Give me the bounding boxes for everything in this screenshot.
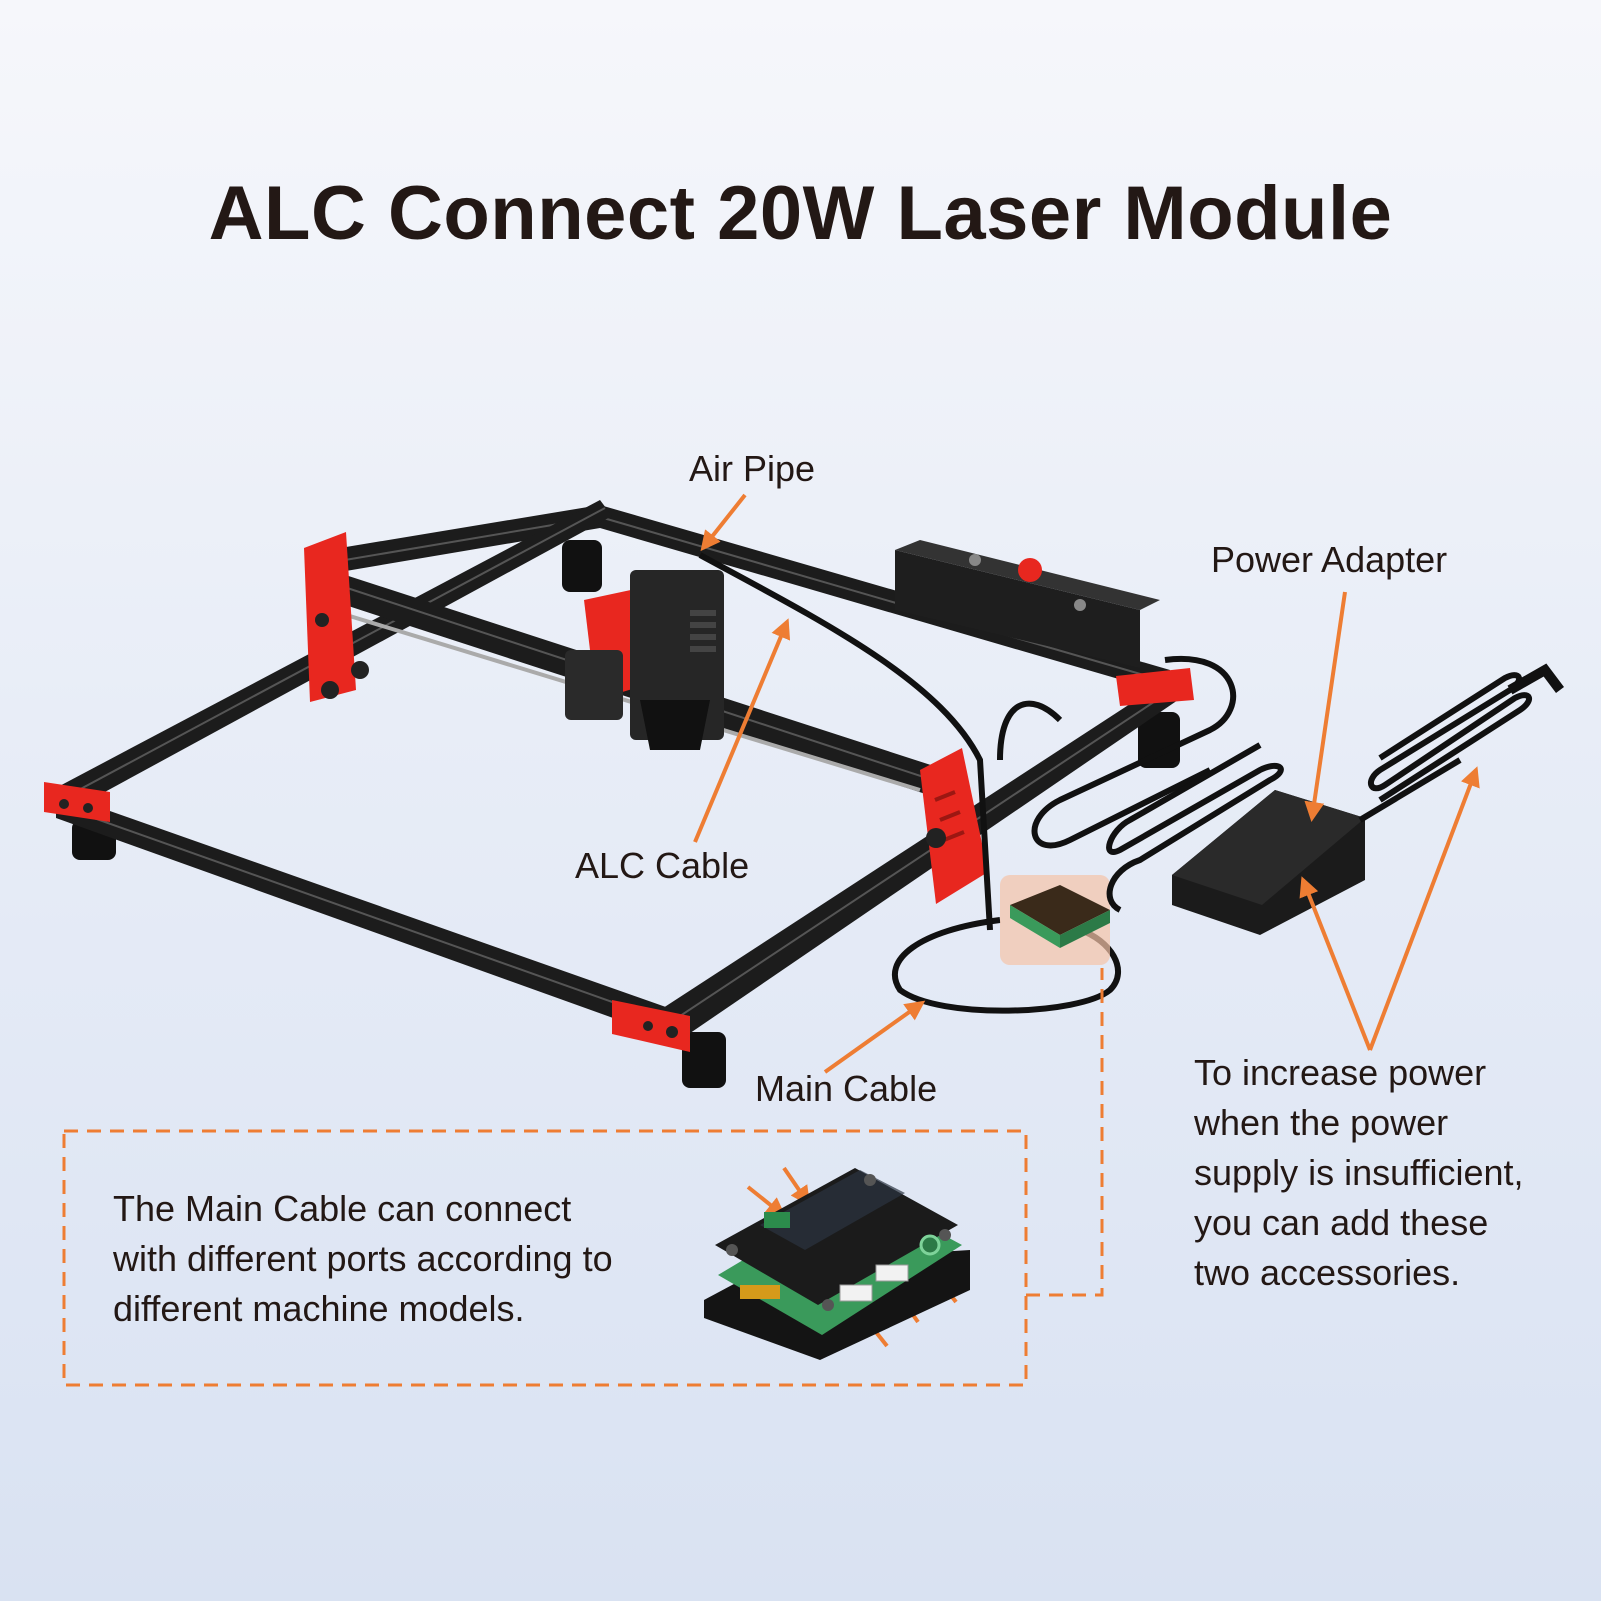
smooth-rod — [329, 608, 921, 792]
note-line: two accessories. — [1194, 1252, 1461, 1293]
acrylic-top-cover — [715, 1168, 958, 1305]
arrow-port — [746, 1185, 787, 1218]
yellow-xt-connector — [740, 1285, 780, 1299]
label-power-adapter: Power Adapter — [1211, 539, 1448, 580]
arrow-alc-cable — [693, 618, 791, 843]
main-cable-callout-box — [62, 1129, 1028, 1387]
note-line: different machine models. — [113, 1288, 525, 1329]
note-line: you can add these — [1194, 1202, 1489, 1243]
white-port — [839, 1284, 873, 1302]
frame-leg — [562, 540, 602, 592]
label-air-pipe: Air Pipe — [689, 448, 816, 489]
label-alc-cable: ALC Cable — [575, 845, 750, 886]
main-cable-note: The Main Cable can connect with differen… — [113, 1184, 613, 1334]
note-line: To increase power — [1194, 1052, 1487, 1093]
frame-leg — [1138, 712, 1180, 768]
arrow-hose-accessory — [1368, 766, 1480, 1051]
control-box — [895, 550, 1140, 668]
adapter-board-closeup — [704, 1168, 970, 1360]
white-port — [875, 1264, 909, 1282]
power-note: To increase power when the power supply … — [1194, 1048, 1524, 1298]
corner-bracket — [44, 782, 110, 822]
note-line: with different ports according to — [113, 1238, 613, 1279]
frame-rail-front — [56, 792, 680, 1042]
label-main-cable: Main Cable — [755, 1068, 938, 1109]
main-cable-line — [891, 917, 1121, 1014]
arrow-power-adapter — [1304, 591, 1347, 822]
terminal-connector — [764, 1212, 790, 1228]
y-carriage-left — [304, 532, 356, 702]
laser-engraver-machine — [44, 500, 1237, 1088]
y-carriage-right — [920, 748, 988, 904]
pointer-arrows — [693, 493, 1480, 1348]
corner-bracket — [1116, 668, 1194, 706]
frame-leg — [682, 1032, 726, 1088]
note-line: when the power — [1194, 1102, 1449, 1143]
callout-connector — [1026, 968, 1104, 1297]
arrow-air-pipe — [700, 493, 747, 552]
stepper-motor — [565, 650, 623, 720]
air-pump-hose-accessory — [1368, 663, 1564, 803]
frame-rail-right — [660, 678, 1178, 1040]
note-line: The Main Cable can connect — [113, 1188, 572, 1229]
arrow-adapter-accessory — [1299, 876, 1372, 1051]
note-line: supply is insufficient, — [1194, 1152, 1524, 1193]
dc-power-jack — [919, 1234, 941, 1256]
power-cable — [1031, 655, 1237, 849]
emergency-stop-button — [1018, 558, 1042, 582]
arrow-main-cable — [823, 1000, 926, 1074]
alc-cable-line — [698, 552, 993, 931]
page-title: ALC Connect 20W Laser Module — [208, 171, 1393, 256]
